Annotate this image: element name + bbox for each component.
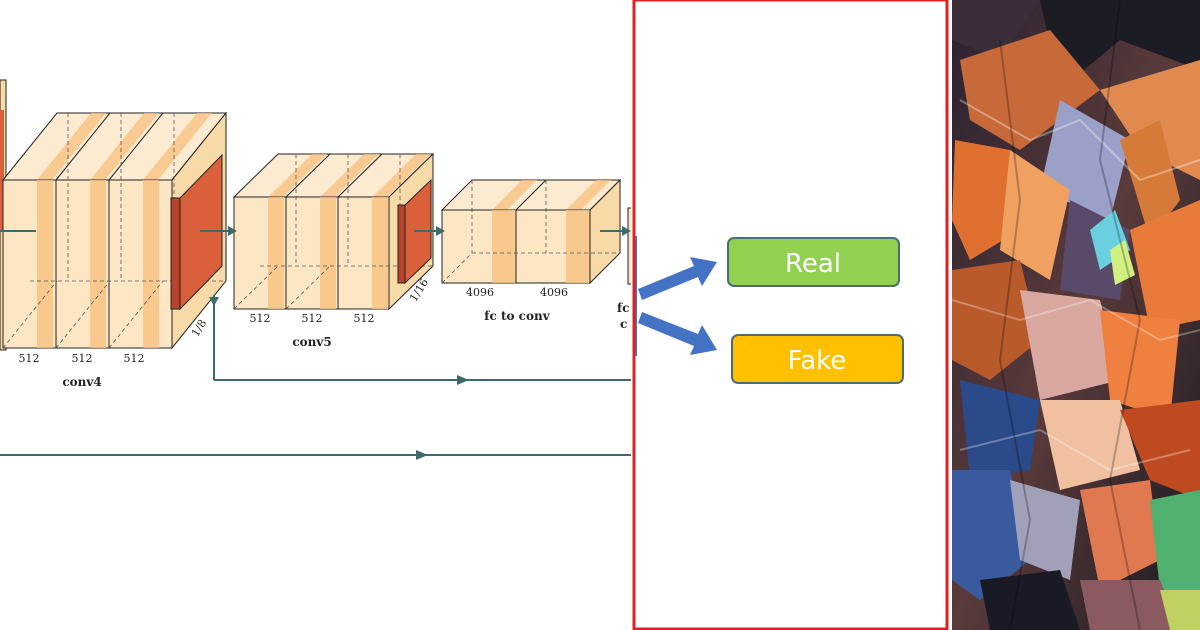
real-button[interactable]: Real [727, 237, 900, 287]
fc-to-conv-block [440, 178, 622, 285]
output-panel-frame [632, 0, 949, 630]
conv4-channel-labels: 512 512 512 [19, 352, 145, 365]
foil-texture-image [952, 0, 1200, 630]
fc-channel-label: 4096 [540, 286, 568, 299]
conv4-channel-label: 512 [124, 352, 145, 365]
next-layer-label-fragment: fc [617, 301, 629, 315]
conv4-label: conv4 [62, 375, 101, 389]
flow-arrows [0, 226, 631, 460]
fc-channel-label: 4096 [466, 286, 494, 299]
partial-block-right [627, 207, 631, 285]
conv4-channel-label: 512 [72, 352, 93, 365]
network-panel: 512 512 512 conv4 1/8 512 512 512 conv5 … [0, 79, 631, 460]
conv4-channel-label: 512 [19, 352, 40, 365]
conv5-label: conv5 [292, 335, 331, 349]
conv4-block [1, 111, 228, 350]
conv5-block [232, 152, 435, 311]
conv5-channel-labels: 512 512 512 [250, 312, 375, 325]
fake-button-label: Fake [788, 346, 847, 376]
next-layer-label-fragment: c [620, 317, 627, 331]
real-button-label: Real [785, 249, 841, 279]
conv5-channel-label: 512 [354, 312, 375, 325]
conv5-channel-label: 512 [250, 312, 271, 325]
fake-button[interactable]: Fake [731, 334, 904, 384]
fc-to-conv-label: fc to conv [484, 309, 550, 323]
fc-channel-labels: 4096 4096 [466, 286, 568, 299]
arrow-to-fake [638, 312, 717, 355]
conv5-channel-label: 512 [302, 312, 323, 325]
arrow-to-real [638, 257, 717, 300]
output-panel: Real Fake [632, 0, 949, 630]
